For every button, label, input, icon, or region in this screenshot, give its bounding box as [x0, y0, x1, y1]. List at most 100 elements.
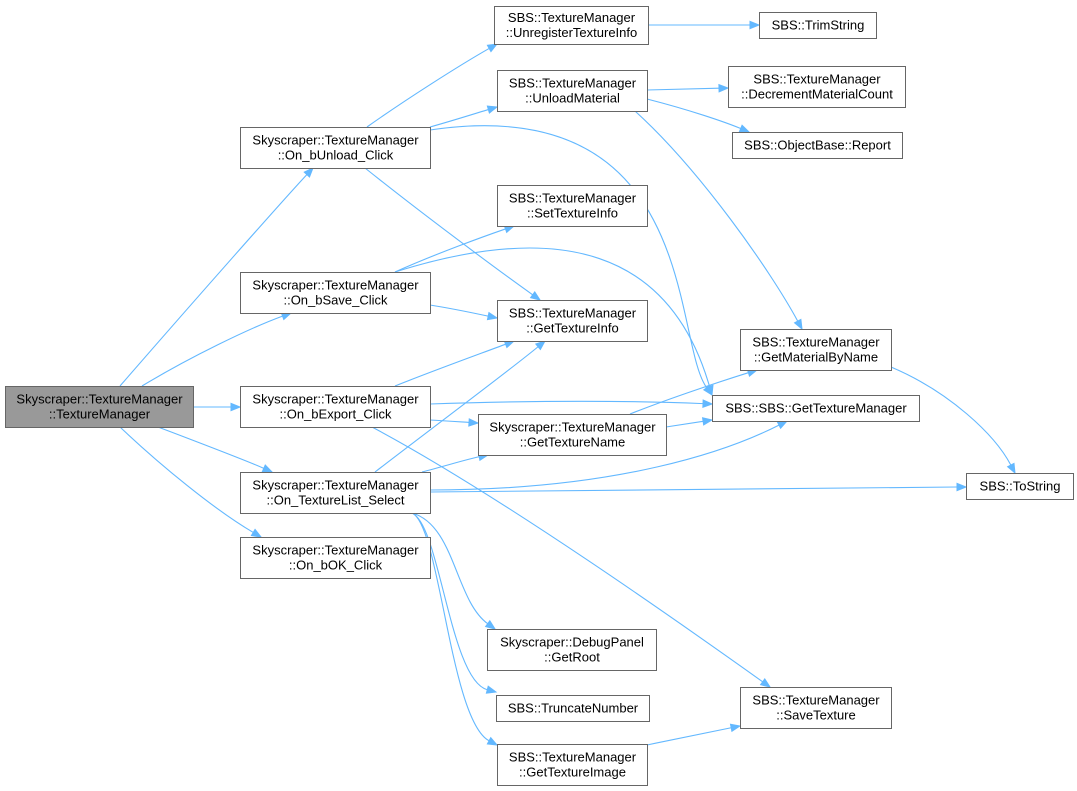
edge-arrowhead: [701, 417, 714, 426]
node-label-line: ::On_bExport_Click: [280, 407, 392, 422]
node-label-line: Skyscraper::TextureManager: [489, 420, 656, 435]
node-label-line: SBS::SBS::GetTextureManager: [725, 401, 907, 416]
node-box: [497, 744, 648, 786]
node-unloadmat[interactable]: SBS::TextureManager::UnloadMaterial: [497, 70, 648, 112]
node-decmat[interactable]: SBS::TextureManager::DecrementMaterialCo…: [728, 66, 906, 108]
edge-on_bunload-to-unregister: [366, 43, 499, 128]
edge-line: [646, 98, 741, 130]
edge-unloadmat-to-report: [646, 98, 751, 133]
edge-line: [629, 372, 749, 415]
edge-line: [429, 486, 958, 493]
node-box: [240, 386, 431, 428]
node-gettexname[interactable]: Skyscraper::TextureManager::GetTextureNa…: [478, 414, 667, 456]
edge-line: [366, 47, 490, 128]
node-box: [496, 695, 650, 722]
node-label-line: ::GetMaterialByName: [754, 350, 878, 365]
edge-arrowhead: [1006, 462, 1016, 475]
edge-on_texlist-to-gettexname: [421, 452, 490, 473]
edge-on_bunload-to-unloadmat: [429, 105, 499, 128]
edge-arrowhead: [486, 311, 499, 321]
node-truncate[interactable]: SBS::TruncateNumber: [496, 695, 650, 722]
edge-line: [364, 167, 533, 296]
edge-arrowhead: [705, 384, 714, 397]
edge-on_bunload-to-gettexinfo: [364, 167, 542, 301]
edge-arrowhead: [729, 723, 742, 733]
edge-on_texlist-to-gettexture: [411, 512, 499, 746]
edge-arrowhead: [486, 736, 499, 746]
call-graph-nodes: Skyscraper::TextureManager::TextureManag…: [5, 6, 1074, 786]
edge-line: [429, 304, 489, 317]
node-label-line: SBS::TextureManager: [509, 76, 637, 91]
edge-unregister-to-trimstring: [648, 20, 761, 30]
edge-line: [119, 174, 308, 387]
node-tostring[interactable]: SBS::ToString: [966, 473, 1074, 500]
node-getroot[interactable]: Skyscraper::DebugPanel::GetRoot: [487, 629, 657, 671]
edge-on_texlist-to-tostring: [429, 482, 968, 493]
node-box: [712, 395, 920, 422]
node-settexinfo[interactable]: SBS::TextureManager::SetTextureInfo: [497, 185, 648, 227]
node-box: [497, 185, 648, 227]
node-on_bok[interactable]: Skyscraper::TextureManager::On_bOK_Click: [240, 537, 431, 579]
node-box: [478, 414, 667, 456]
edge-line: [646, 727, 732, 746]
node-box: [732, 132, 903, 159]
node-label-line: SBS::ObjectBase::Report: [744, 138, 891, 153]
node-box: [740, 329, 892, 371]
edge-line: [141, 315, 283, 387]
edge-tm_ctor-to-on_bsave: [141, 312, 293, 387]
edge-line: [634, 110, 799, 322]
node-on_bsave[interactable]: Skyscraper::TextureManager::On_bSave_Cli…: [240, 272, 431, 314]
node-gettexinfo[interactable]: SBS::TextureManager::GetTextureInfo: [497, 300, 648, 342]
node-label-line: SBS::TextureManager: [752, 335, 880, 350]
edge-on_bunload-to-gettm: [429, 125, 713, 397]
node-on_texlist[interactable]: Skyscraper::TextureManager::On_TextureLi…: [240, 472, 431, 514]
edge-line: [429, 125, 708, 389]
edge-unloadmat-to-decmat: [646, 83, 730, 93]
call-graph-edges: [119, 20, 1016, 746]
edge-arrowhead: [261, 464, 274, 473]
node-label-line: Skyscraper::TextureManager: [252, 543, 419, 558]
edge-arrowhead: [534, 340, 547, 351]
node-gettexture[interactable]: SBS::TextureManager::GetTextureImage: [497, 744, 648, 786]
node-label-line: Skyscraper::TextureManager: [252, 133, 419, 148]
edge-line: [394, 343, 506, 387]
node-getmat[interactable]: SBS::TextureManager::GetMaterialByName: [740, 329, 892, 371]
node-on_bunload[interactable]: Skyscraper::TextureManager::On_bUnload_C…: [240, 127, 431, 169]
node-label-line: ::UnloadMaterial: [525, 91, 620, 106]
edge-tm_ctor-to-on_texlist: [157, 426, 274, 473]
edge-unloadmat-to-getmat: [634, 110, 803, 331]
edge-line: [394, 247, 711, 387]
edge-arrowhead: [486, 43, 499, 53]
node-label-line: ::On_bOK_Click: [289, 558, 383, 573]
node-label-line: ::GetRoot: [544, 650, 600, 665]
node-box: [487, 629, 657, 671]
edge-arrowhead: [486, 105, 499, 114]
node-label-line: ::SetTextureInfo: [527, 206, 618, 221]
node-box: [497, 300, 648, 342]
edge-arrowhead: [718, 83, 730, 93]
edge-line: [119, 426, 254, 533]
edge-on_bexport-to-gettm: [429, 399, 714, 408]
edge-tm_ctor-to-on_bexport: [193, 402, 242, 412]
node-box: [240, 127, 431, 169]
node-label-line: ::SaveTexture: [776, 708, 856, 723]
edge-arrowhead: [793, 318, 803, 331]
edge-line: [429, 419, 470, 423]
node-savetex[interactable]: SBS::TextureManager::SaveTexture: [740, 687, 892, 729]
edge-arrowhead: [529, 290, 542, 301]
edge-on_bexport-to-gettexname: [429, 418, 480, 427]
node-tm_ctor[interactable]: Skyscraper::TextureManager::TextureManag…: [5, 386, 194, 428]
node-box: [728, 66, 906, 108]
edge-line: [890, 366, 1012, 466]
node-trimstring[interactable]: SBS::TrimString: [759, 12, 877, 39]
node-on_bexport[interactable]: Skyscraper::TextureManager::On_bExport_C…: [240, 386, 431, 428]
node-label-line: ::On_TextureList_Select: [266, 493, 404, 508]
node-report[interactable]: SBS::ObjectBase::Report: [732, 132, 903, 159]
edge-gettexture-to-savetex: [646, 723, 742, 746]
node-box: [497, 70, 648, 112]
node-unregister[interactable]: SBS::TextureManager::UnregisterTextureIn…: [494, 6, 649, 45]
node-gettm[interactable]: SBS::SBS::GetTextureManager: [712, 395, 920, 422]
edge-line: [429, 400, 704, 405]
node-label-line: ::GetTextureImage: [519, 765, 626, 780]
edge-arrowhead: [468, 418, 480, 427]
